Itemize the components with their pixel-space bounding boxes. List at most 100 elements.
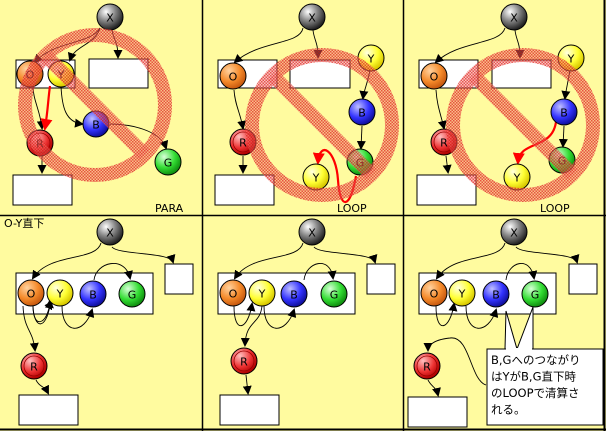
panel-caption: LOOP bbox=[337, 202, 367, 215]
node-Y-label: Y bbox=[258, 288, 266, 301]
callout-text-line: のLOOPで清算さ bbox=[491, 386, 580, 400]
prohibited-slash bbox=[468, 70, 578, 180]
node-G-circle bbox=[320, 280, 348, 308]
edge-arrow bbox=[233, 89, 247, 130]
node-R-label: R bbox=[30, 361, 38, 374]
node-O-circle bbox=[219, 279, 247, 307]
node-X-label: X bbox=[510, 12, 518, 25]
prohibited-sign-icon bbox=[18, 28, 172, 182]
node-X: X bbox=[500, 3, 528, 31]
edge-arrow bbox=[60, 85, 84, 128]
node-B: B bbox=[280, 280, 308, 308]
edge-arrow bbox=[263, 305, 297, 329]
edge-arrow bbox=[356, 125, 366, 150]
node-Y-label: Y bbox=[567, 53, 575, 66]
node-R-circle bbox=[230, 347, 258, 375]
node-R-inner-ring bbox=[416, 355, 438, 377]
node-X-circle bbox=[500, 3, 528, 31]
callout-text-line: B,Gへのつながり bbox=[491, 353, 580, 367]
node-O-circle bbox=[219, 62, 247, 90]
edge-arrow bbox=[242, 374, 252, 395]
container-box bbox=[18, 394, 79, 426]
node-R-label: R bbox=[440, 137, 448, 150]
node-Y-label: Y bbox=[56, 288, 64, 301]
node-O-circle bbox=[420, 279, 448, 307]
node-Y: Y bbox=[46, 279, 74, 307]
node-B-label: B bbox=[92, 119, 100, 132]
node-R-circle bbox=[20, 352, 48, 380]
edge-arrow bbox=[233, 242, 304, 280]
container-box bbox=[366, 263, 396, 295]
node-B: B bbox=[550, 98, 578, 126]
prohibited-slash bbox=[40, 50, 150, 160]
node-G-label: G bbox=[330, 289, 339, 302]
prohibited-sign-icon bbox=[446, 48, 600, 202]
edge-arrow bbox=[313, 246, 378, 264]
node-R: R bbox=[20, 352, 48, 380]
node-B-label: B bbox=[560, 107, 568, 120]
node-B-circle bbox=[482, 280, 510, 308]
container-box bbox=[416, 174, 477, 206]
container-box bbox=[568, 263, 598, 295]
edge-arrow bbox=[35, 379, 49, 395]
node-X: X bbox=[96, 218, 124, 246]
edge-arrow bbox=[32, 85, 46, 130]
edge-arrow bbox=[465, 305, 499, 329]
node-Y-circle bbox=[248, 279, 276, 307]
node-Y-label: Y bbox=[458, 288, 466, 301]
node-X-circle bbox=[500, 218, 528, 246]
node-B: B bbox=[79, 280, 107, 308]
edge-arrow bbox=[233, 302, 256, 327]
edge-arrow bbox=[435, 302, 458, 327]
node-O-circle bbox=[17, 279, 45, 307]
container-box bbox=[214, 174, 275, 206]
edges-p4 bbox=[22, 242, 176, 395]
node-B: B bbox=[348, 98, 376, 126]
edge-arrow bbox=[435, 89, 447, 130]
edges-p6 bbox=[423, 242, 580, 397]
node-B-circle bbox=[280, 280, 308, 308]
node-B-circle bbox=[348, 98, 376, 126]
node-G: G bbox=[521, 280, 549, 308]
node-X-circle bbox=[298, 218, 326, 246]
node-R-inner-ring bbox=[23, 355, 45, 377]
edge-arrow bbox=[240, 305, 263, 347]
prohibited-sign-icon bbox=[245, 48, 399, 202]
node-G-label: G bbox=[531, 289, 540, 302]
node-B-circle bbox=[550, 98, 578, 126]
node-Y: Y bbox=[302, 163, 330, 191]
edge-arrow bbox=[435, 242, 506, 280]
edge-arrow bbox=[31, 242, 102, 280]
node-Y: Y bbox=[448, 279, 476, 307]
node-Y: Y bbox=[248, 279, 276, 307]
node-R-label: R bbox=[423, 361, 431, 374]
node-G: G bbox=[154, 148, 182, 176]
node-X-label: X bbox=[106, 227, 114, 240]
node-O-label: O bbox=[229, 288, 238, 301]
node-Y-label: Y bbox=[367, 53, 375, 66]
edge-arrow bbox=[111, 246, 176, 264]
node-G-label: G bbox=[128, 289, 137, 302]
edge-arrow bbox=[93, 262, 133, 281]
node-O: O bbox=[17, 279, 45, 307]
container-box bbox=[219, 394, 280, 426]
node-R-label: R bbox=[239, 137, 247, 150]
prohibited-slash bbox=[267, 70, 377, 180]
node-O: O bbox=[420, 62, 448, 90]
panel-caption: LOOP bbox=[540, 202, 570, 215]
node-O: O bbox=[219, 62, 247, 90]
edge-arrow bbox=[22, 305, 39, 352]
node-O-label: O bbox=[430, 288, 439, 301]
node-G-circle bbox=[118, 280, 146, 308]
edge-arrow bbox=[442, 155, 452, 174]
node-X-label: X bbox=[510, 227, 518, 240]
edge-arrow bbox=[434, 27, 506, 64]
container-box bbox=[12, 174, 73, 206]
node-O: O bbox=[420, 279, 448, 307]
node-B-circle bbox=[79, 280, 107, 308]
